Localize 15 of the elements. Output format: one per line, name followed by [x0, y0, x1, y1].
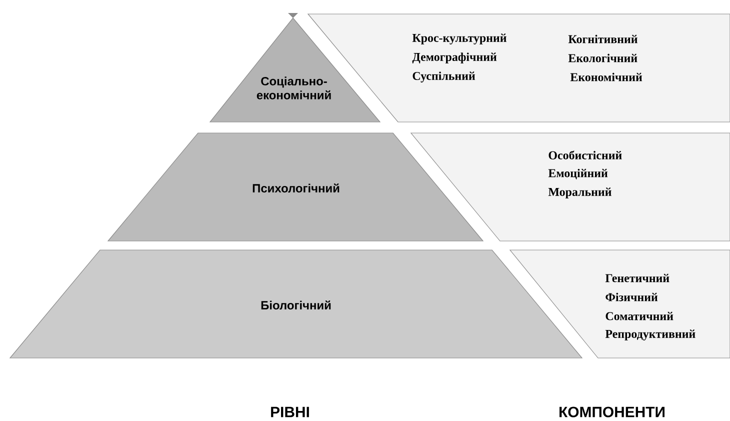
component-text: Емоційний	[548, 168, 608, 180]
component-text: Соматичний	[606, 312, 674, 320]
component-text: Когнітивний	[568, 34, 638, 44]
component-text: Фізичний	[606, 292, 658, 302]
component-text: Репродуктивний	[605, 330, 696, 340]
component-text: Крос-культурний	[412, 34, 506, 44]
component-text: Генетичний	[605, 274, 670, 282]
component-text: Моральний	[548, 188, 612, 198]
component-text: Екологічний	[568, 54, 638, 62]
axis-heading: КОМПОНЕНТИ	[560, 406, 664, 418]
component-text: Демографічний	[412, 52, 497, 64]
component-text: Особистісний	[548, 150, 622, 160]
axis-heading: РІВНІ	[271, 406, 309, 418]
component-text: Економічний	[570, 72, 642, 82]
component-text: Суспільний	[412, 72, 476, 82]
